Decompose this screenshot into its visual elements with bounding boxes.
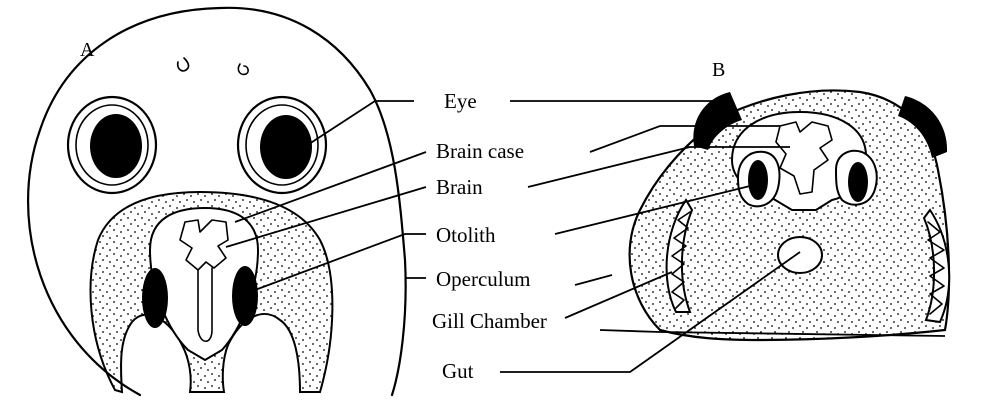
leader-operculum-b [575,275,612,285]
labels: Eye Brain case Brain Otolith Operculum G… [432,89,547,383]
nostril-left-icon [178,58,189,71]
panel-a: A [28,8,406,395]
label-operculum: Operculum [436,267,530,291]
otolith-right-b [848,162,868,202]
label-gill-chamber: Gill Chamber [432,309,547,333]
otolith-right-a [232,266,258,326]
eye-right-a [238,97,326,193]
label-gut: Gut [442,359,474,383]
otolith-left-b [748,160,768,200]
nostril-right-icon [238,64,248,74]
eye-left-a [68,97,156,193]
label-brain-case: Brain case [436,139,524,163]
label-eye: Eye [444,89,477,113]
label-otolith: Otolith [436,223,496,247]
otolith-left-a [142,268,168,328]
label-brain: Brain [436,175,483,199]
panel-b-label: B [712,59,725,81]
gut-b [778,237,822,273]
